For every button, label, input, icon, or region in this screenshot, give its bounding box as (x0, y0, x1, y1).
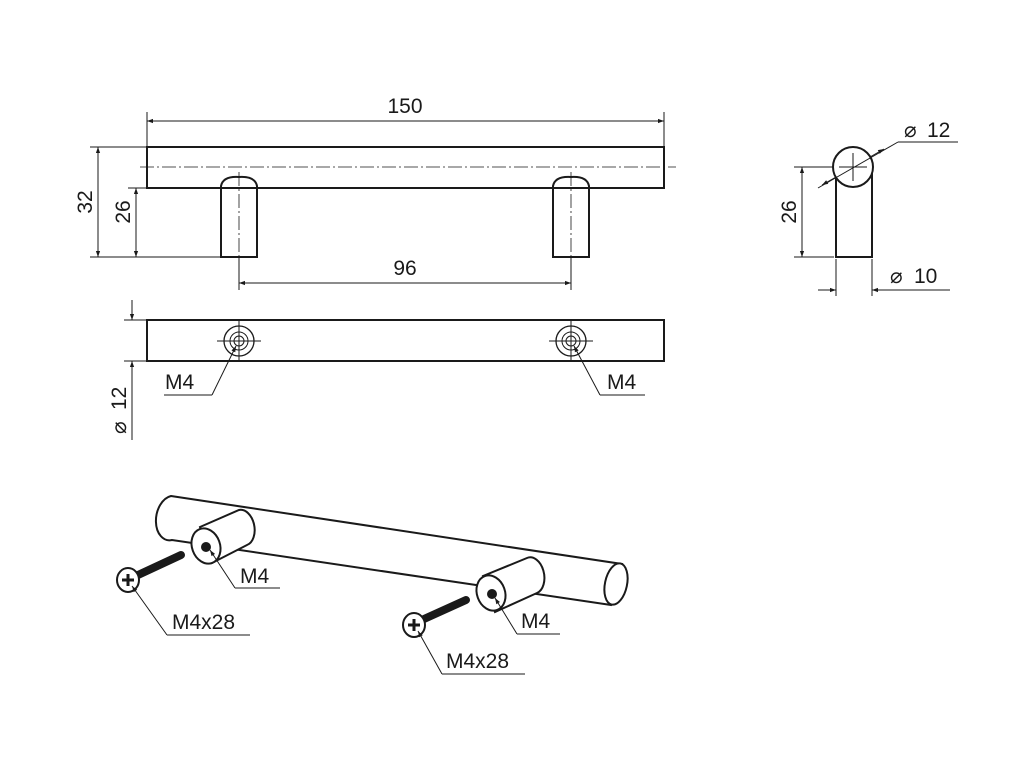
top-view: M4 M4 ⌀ 12 (108, 300, 665, 440)
iso-thread-left-label: M4 (240, 565, 269, 588)
diameter-arrow (821, 176, 837, 186)
side-leg-height-label: 26 (778, 200, 801, 223)
diameter-leader (817, 141, 899, 189)
dim-height-label: 32 (74, 190, 97, 213)
isometric-view: M4 M4 M4x28 M4x28 (116, 494, 629, 675)
side-diameter-symbol: ⌀ (904, 119, 917, 142)
iso-screw-left-label: M4x28 (172, 611, 235, 634)
iso-thread-leader-left (209, 549, 236, 589)
diameter-arrow (869, 148, 885, 158)
side-diameter-symbol-2: ⌀ (890, 265, 903, 288)
top-diameter-symbol: ⌀ (108, 421, 131, 434)
iso-screw-leader-left (131, 585, 168, 636)
iso-right-hole (487, 589, 497, 599)
thread-leader-right (573, 345, 601, 396)
front-view: 150 96 32 26 (74, 95, 676, 290)
side-leg-diameter-label: 10 (914, 265, 937, 288)
side-leg (835, 170, 873, 258)
phillips-icon (408, 619, 420, 631)
side-view: ⌀ 12 26 ⌀ 10 (778, 119, 958, 296)
top-bar (146, 319, 665, 362)
iso-left-screw-shank (134, 551, 185, 579)
dim-hole-spacing-label: 96 (393, 257, 416, 280)
iso-thread-right-label: M4 (521, 610, 550, 633)
side-bar-diameter-label: 12 (927, 119, 950, 142)
iso-screw-leader-right (417, 630, 443, 675)
top-bar-diameter-label: 12 (108, 387, 131, 410)
top-thread-right-label: M4 (607, 371, 636, 394)
handle-bar (146, 146, 665, 189)
iso-screw-right-label: M4x28 (446, 650, 509, 673)
dim-leg-height-label: 26 (112, 200, 135, 223)
phillips-icon (122, 574, 134, 586)
thread-leader-left (211, 345, 237, 396)
iso-right-screw-shank (420, 596, 470, 623)
iso-thread-leader-right (494, 597, 518, 635)
top-thread-left-label: M4 (165, 371, 194, 394)
iso-left-hole (201, 542, 211, 552)
iso-bar-end (603, 562, 629, 606)
dim-length-label: 150 (387, 95, 422, 118)
